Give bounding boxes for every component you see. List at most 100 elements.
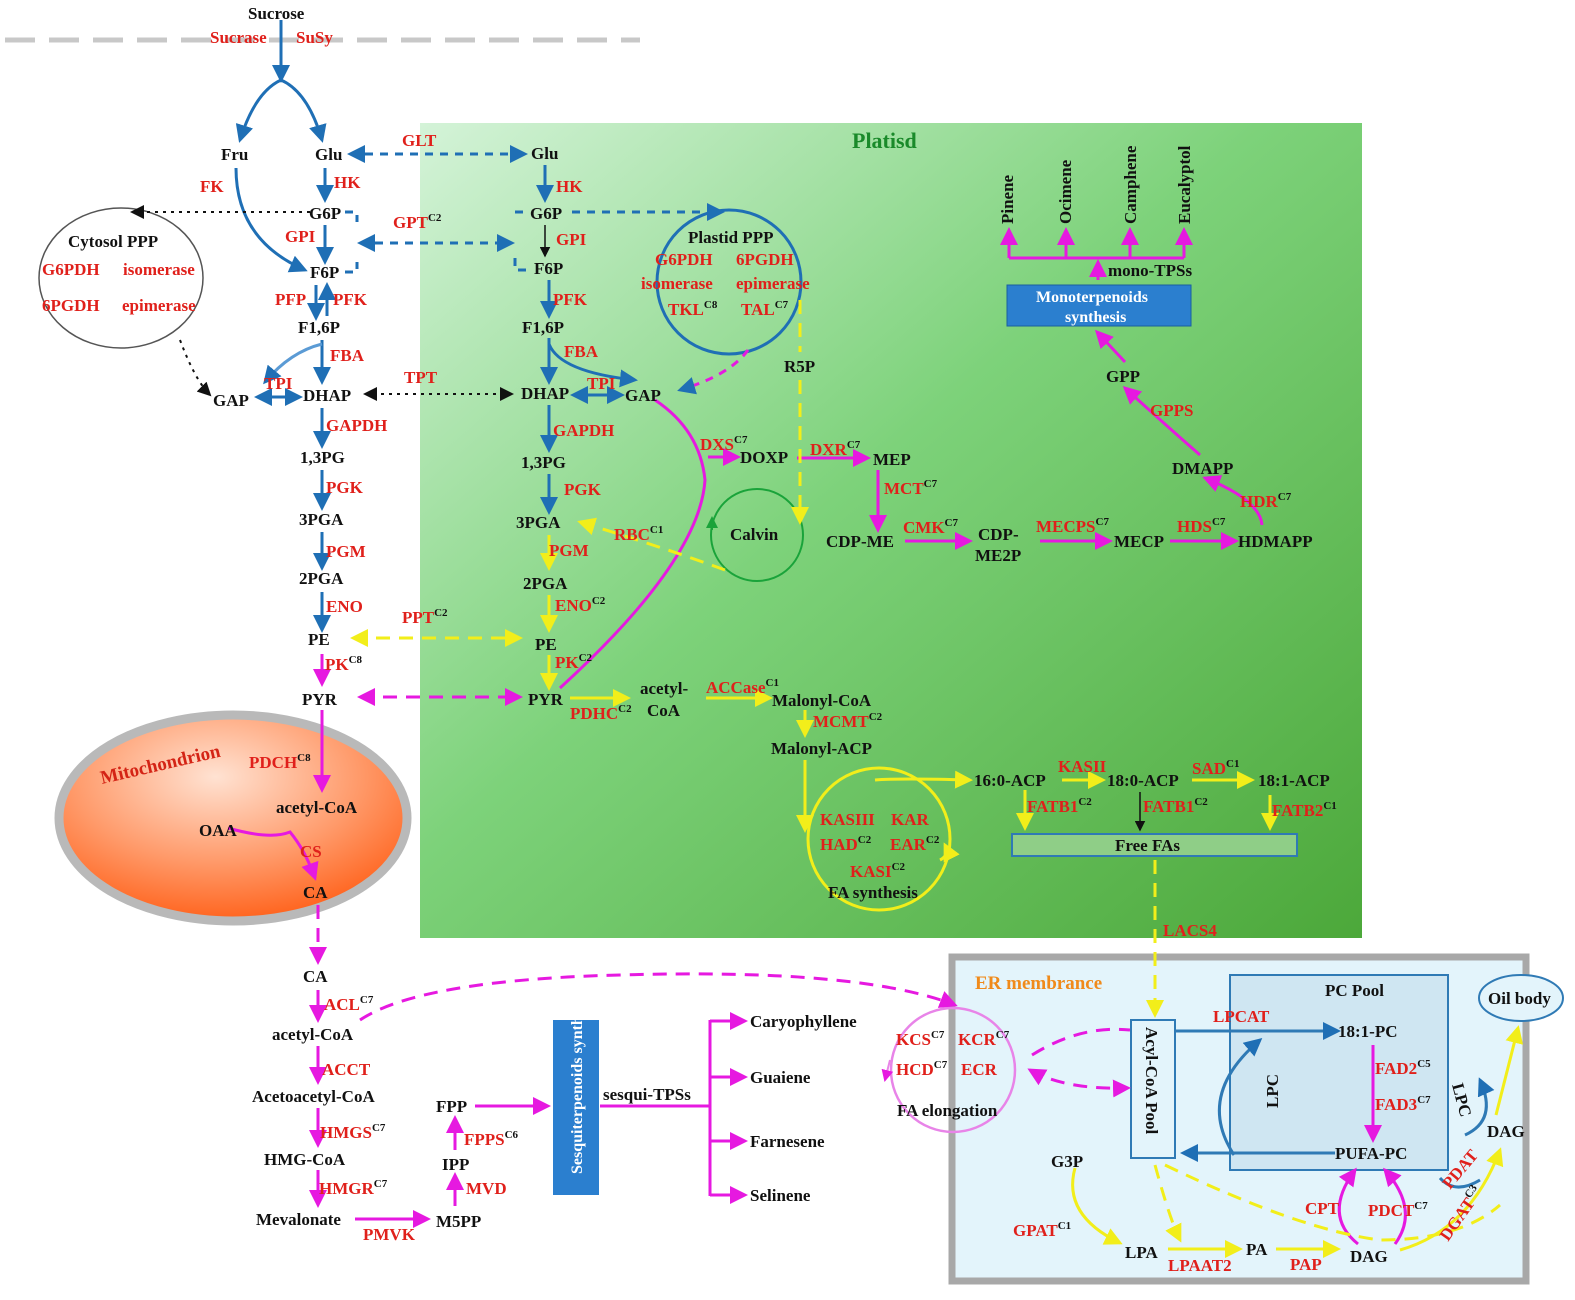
label-text: CS [300, 842, 322, 861]
label-text: Caryophyllene [750, 1012, 857, 1031]
label-pk-c: PKC8 [325, 654, 363, 674]
label-text: Mevalonate [256, 1210, 341, 1229]
fa-synthesis-title: FA synthesis [828, 883, 918, 902]
label-hk-p: HK [556, 177, 583, 196]
label-text: FAD3 [1375, 1095, 1417, 1114]
blue-dashed-arrows [345, 145, 750, 395]
cytosol-ppp-title: Cytosol PPP [68, 232, 158, 251]
label-eucalyptol: Eucalyptol [1175, 145, 1194, 224]
label-text: IPP [442, 1155, 469, 1174]
label-text: ACL [324, 995, 360, 1014]
label-tkl: TKLC8 [668, 299, 718, 319]
oil-body [1478, 974, 1564, 1022]
label-epimerase-p: epimerase [736, 274, 810, 293]
label-text: Glu [315, 145, 342, 164]
label-superscript: C7 [372, 1122, 386, 1134]
cytosol-ppp-circle [38, 207, 204, 349]
label-gap-c: GAP [213, 391, 249, 410]
label-superscript: C7 [1212, 516, 1226, 528]
label-pe-p: PE [535, 635, 557, 654]
label-ipp: IPP [442, 1155, 469, 1174]
label-acetyl-p-2: CoA [647, 701, 681, 720]
label-sesqui-tps: sesqui-TPSs [603, 1085, 691, 1104]
label-fad2: FAD2C5 [1375, 1058, 1431, 1078]
yellow-dashed-arrows [350, 300, 1501, 1243]
label-lpcat: LPCAT [1213, 1007, 1270, 1026]
label-text: MCMT [813, 712, 869, 731]
label-superscript: C2 [428, 212, 442, 224]
label-text: CA [303, 967, 328, 986]
label-isomerase-p: isomerase [641, 274, 713, 293]
label-text: Fru [221, 145, 248, 164]
label-text: MVD [466, 1179, 507, 1198]
label-hcd: HCDC7 [896, 1059, 948, 1079]
label-pfk-c: PFK [333, 290, 368, 309]
label-superscript: C5 [1417, 1058, 1431, 1070]
label-glt: GLT [402, 131, 437, 150]
label-text: FPPS [464, 1130, 505, 1149]
label-superscript: C8 [704, 299, 718, 311]
label-eno-p: ENOC2 [555, 595, 606, 615]
label-cdp-me2p-2: ME2P [975, 546, 1021, 565]
label-text: CoA [647, 701, 681, 720]
label-fatb1-b: FATB1C2 [1143, 796, 1208, 816]
label-text: ME2P [975, 546, 1021, 565]
label-text: LPAAT2 [1168, 1256, 1232, 1275]
label-text: Selinene [750, 1186, 811, 1205]
label-superscript: C7 [934, 1059, 948, 1071]
label-pinene: Pinene [998, 174, 1017, 224]
label-selinene: Selinene [750, 1186, 811, 1205]
label-text: KAR [891, 810, 930, 829]
label-fba-p: FBA [564, 342, 599, 361]
label-text: PA [1246, 1240, 1268, 1259]
label-text: PMVK [363, 1225, 416, 1244]
label-mcmt: MCMTC2 [813, 711, 883, 731]
label-tpt: TPT [404, 368, 438, 387]
label-pgk-c: PGK [326, 478, 364, 497]
label-superscript: C7 [1414, 1200, 1428, 1212]
label-gapdh-c: GAPDH [326, 416, 387, 435]
label-text: HMGS [320, 1123, 372, 1142]
label-fru: Fru [221, 145, 248, 164]
label-text: DAG [1350, 1247, 1388, 1266]
label-gpat: GPATC1 [1013, 1220, 1071, 1240]
pc-pool-title: PC Pool [1325, 981, 1384, 1000]
label-text: G6PDH [42, 260, 100, 279]
label-text: ACCase [706, 678, 766, 697]
label-accase: ACCaseC1 [706, 677, 779, 697]
label-acetoacetyl: Acetoacetyl-CoA [252, 1087, 375, 1106]
label-text: Sucrose [248, 4, 305, 23]
label-acp180: 18:0-ACP [1107, 771, 1179, 790]
label-text: epimerase [736, 274, 810, 293]
label-hk-c: HK [334, 173, 361, 192]
label-text: PE [308, 630, 330, 649]
label-text: isomerase [123, 260, 195, 279]
label-fad3: FAD3C7 [1375, 1094, 1431, 1114]
label-text: PDHC [570, 704, 618, 723]
label-text: 3PGA [299, 510, 344, 529]
label-text: G6PDH [655, 250, 713, 269]
label-text: 1,3PG [300, 448, 345, 467]
label-pdhc: PDHCC2 [570, 703, 632, 723]
label-text: Camphene [1121, 145, 1140, 224]
label-sucrase: Sucrase [210, 28, 267, 47]
label-superscript: C1 [1323, 800, 1336, 812]
label-text: HK [334, 173, 361, 192]
label-m5pp: M5PP [436, 1212, 481, 1231]
label-oaa: OAA [199, 821, 238, 840]
label-malonyl-coa: Malonyl-CoA [772, 691, 872, 710]
magenta-arrows [227, 227, 1407, 1246]
label-g6p-p: G6P [530, 204, 562, 223]
label-pyr-c: PYR [302, 690, 338, 709]
label-pga3-p: 3PGA [516, 513, 561, 532]
label-acetyl-p-1: acetyl- [640, 679, 688, 698]
label-text: PUFA-PC [1335, 1144, 1407, 1163]
label-text: PGM [326, 542, 366, 561]
label-superscript: C2 [926, 834, 940, 846]
label-sucrose: Sucrose [248, 4, 305, 23]
label-text: acetyl- [640, 679, 688, 698]
label-text: isomerase [641, 274, 713, 293]
label-epimerase-c: epimerase [122, 296, 196, 315]
label-superscript: C7 [945, 517, 959, 529]
label-text: 16:0-ACP [974, 771, 1046, 790]
